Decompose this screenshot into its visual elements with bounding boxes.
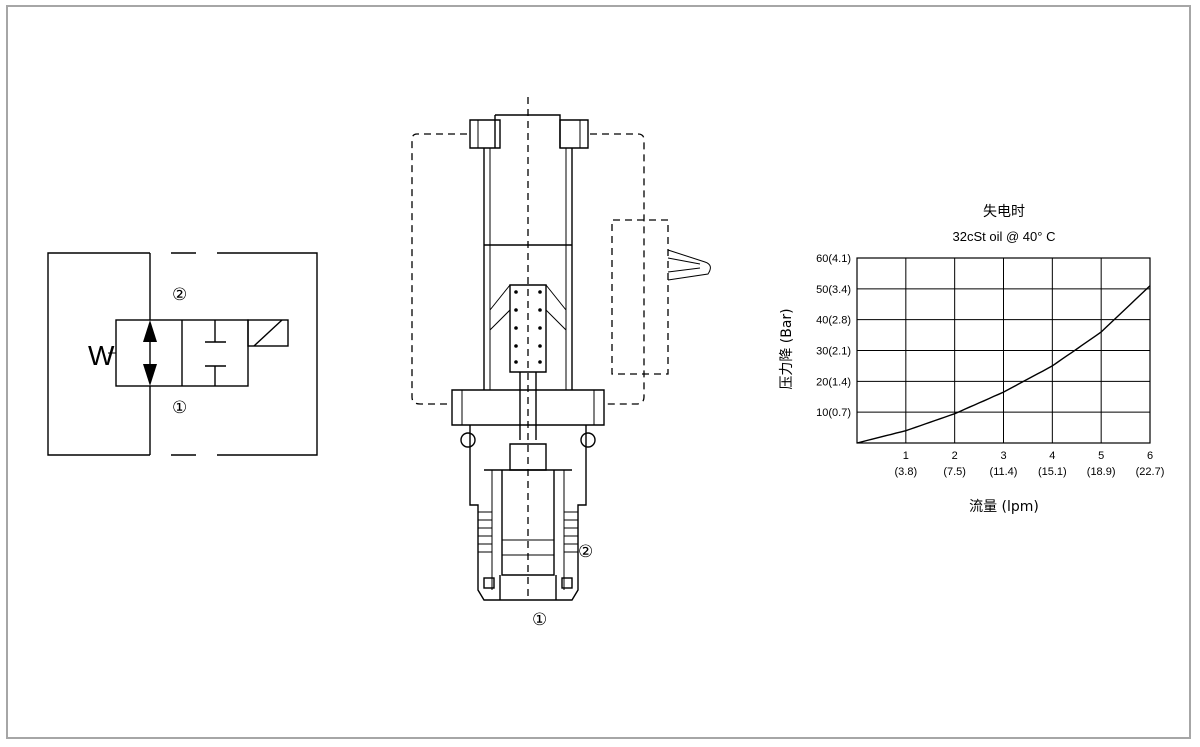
- chart-grid: [856, 257, 1151, 444]
- pressure-drop-curve: [856, 285, 1151, 444]
- x-axis-label: 流量 (lpm): [969, 499, 1039, 515]
- valve-symbol: W ② ①: [47, 252, 318, 456]
- x-tick-label: 2: [952, 450, 958, 462]
- port-1-label: ①: [172, 398, 187, 418]
- chart-subtitle: 32cSt oil @ 40° C: [953, 229, 1056, 244]
- chart-ticks: 1 (3.8) 2 (7.5) 3 (11.4) 4 (15.1) 5 (18.9) 6 (22.7)…: [816, 253, 1164, 478]
- x-tick-label: 1: [903, 450, 909, 462]
- armature-spring: [514, 290, 542, 364]
- figure-frame: [6, 5, 1191, 739]
- chart-title: 失电时: [983, 204, 1025, 220]
- pressure-drop-chart: 失电时 32cSt oil @ 40° C 流量 (lpm) 压力降 (Bar)…: [779, 204, 1164, 515]
- x-tick-sublabel: (18.9): [1087, 466, 1116, 478]
- y-tick-label: 40(2.8): [816, 315, 851, 327]
- spring-label: W: [88, 340, 115, 371]
- section-port-2-label: ②: [578, 542, 593, 562]
- y-tick-label: 30(2.1): [816, 346, 851, 358]
- y-axis-label: 压力降 (Bar): [779, 308, 795, 389]
- x-tick-sublabel: (11.4): [990, 466, 1018, 478]
- y-tick-label: 50(3.4): [816, 284, 851, 296]
- x-tick-label: 4: [1049, 450, 1055, 462]
- solenoid-actuator: [247, 319, 289, 347]
- valve-cross-section: ② ①: [411, 97, 711, 630]
- x-tick-label: 6: [1147, 450, 1153, 462]
- x-tick-sublabel: (3.8): [895, 466, 918, 478]
- y-tick-label: 10(0.7): [816, 407, 851, 419]
- port-2-label: ②: [172, 285, 187, 305]
- thread-marks: [478, 511, 578, 553]
- y-tick-label: 20(1.4): [816, 376, 851, 388]
- section-port-1-label: ①: [532, 610, 547, 630]
- x-tick-label: 3: [1000, 450, 1006, 462]
- x-tick-label: 5: [1098, 450, 1104, 462]
- y-tick-label: 60(4.1): [816, 253, 851, 265]
- x-tick-sublabel: (22.7): [1136, 466, 1165, 478]
- x-tick-sublabel: (15.1): [1038, 466, 1067, 478]
- x-tick-sublabel: (7.5): [943, 466, 966, 478]
